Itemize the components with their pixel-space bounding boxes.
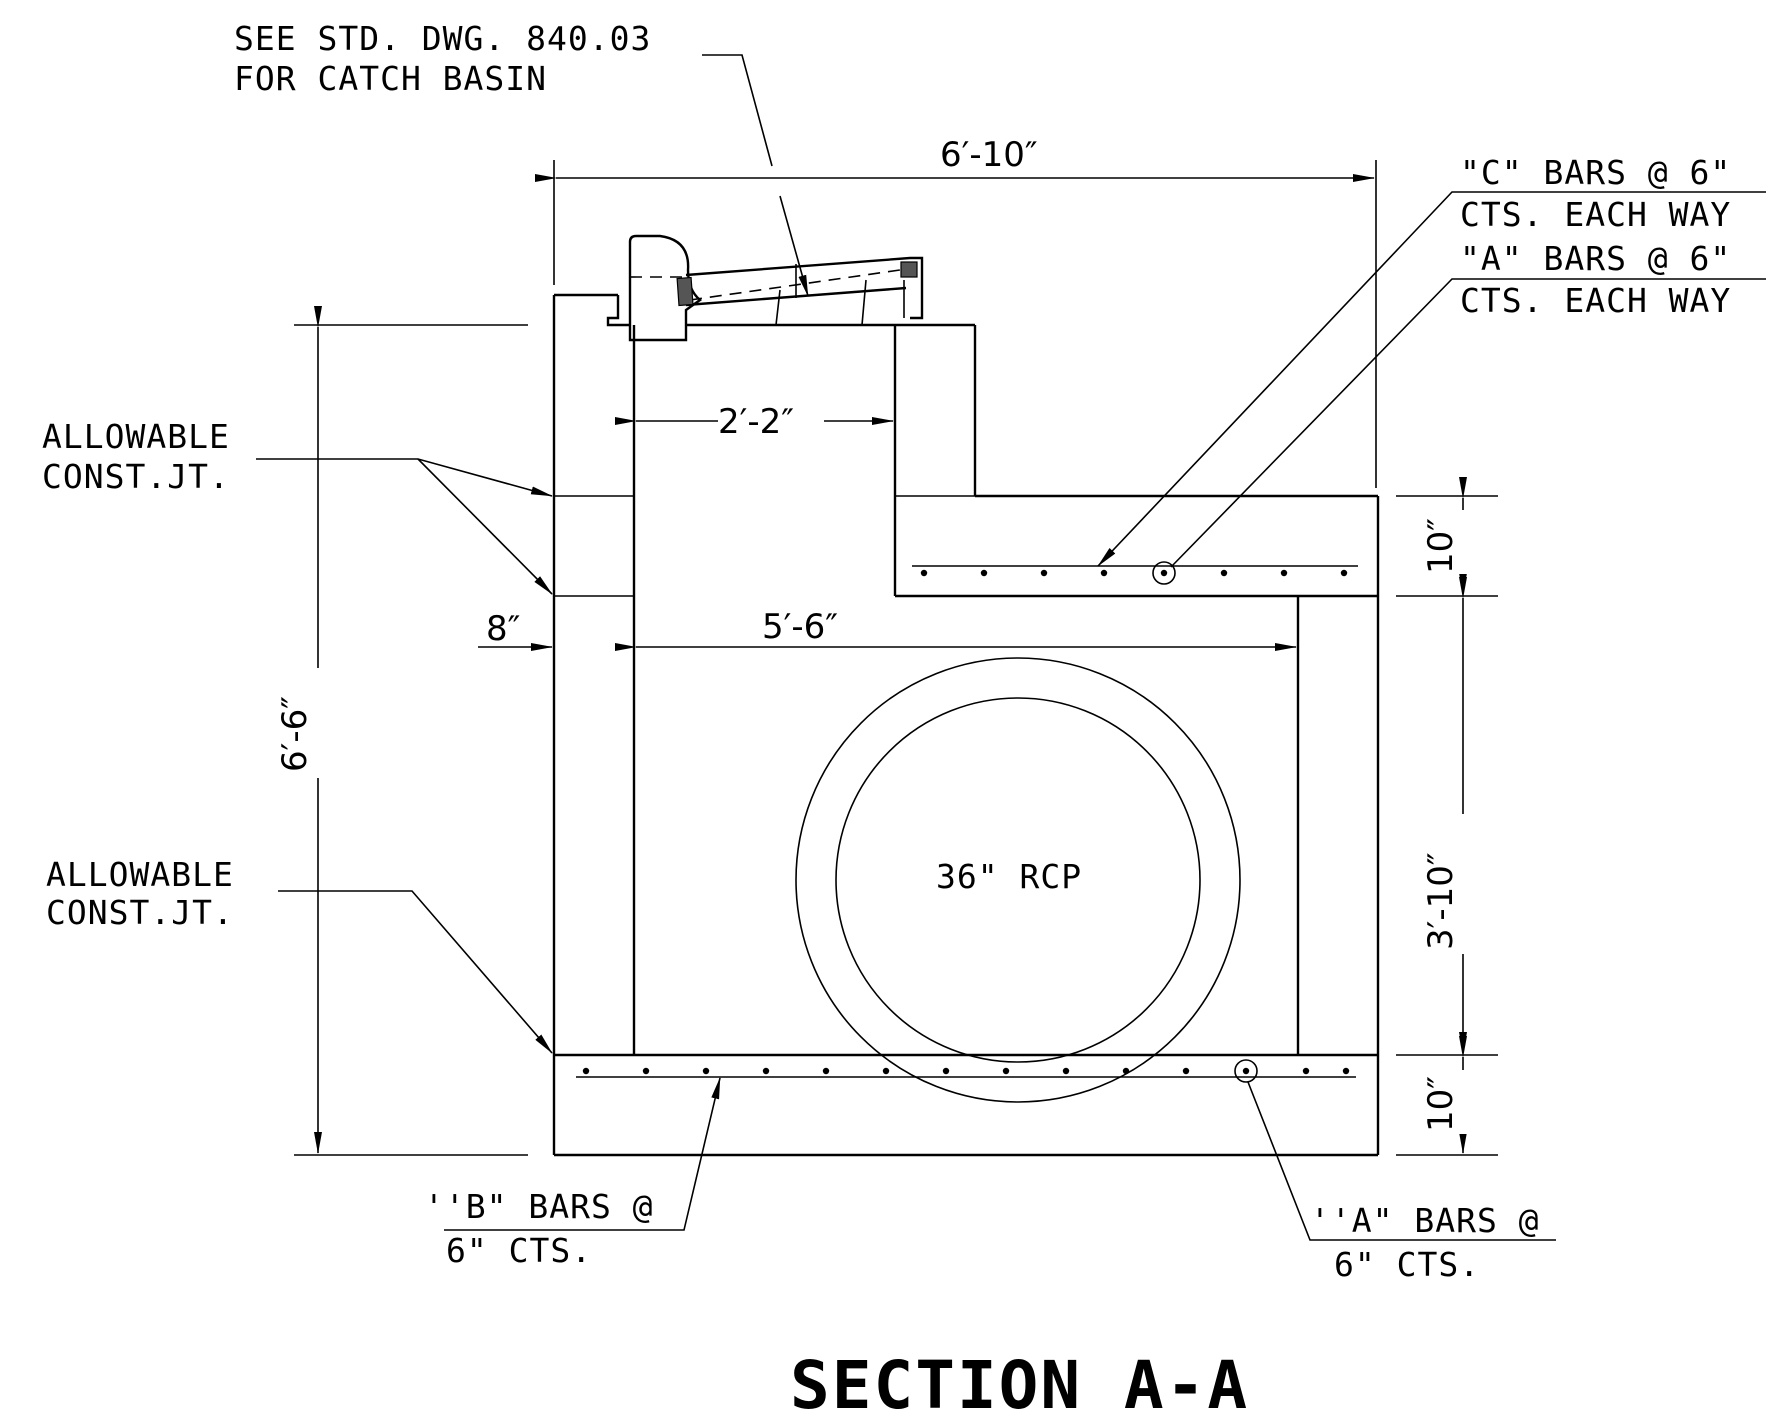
dim-interior-height-text: 3′-10″ (1421, 852, 1461, 950)
dim-top-slab-text: 10″ (1421, 518, 1461, 574)
top-slab-rebar (912, 561, 1358, 585)
note-const-jt-bottom-line1: ALLOWABLE (46, 855, 234, 894)
note-const-jt-top: ALLOWABLE CONST.JT. (42, 417, 553, 595)
note-b-bars-line1: ''B" BARS @ (424, 1187, 654, 1226)
note-catch-basin: SEE STD. DWG. 840.03 FOR CATCH BASIN (234, 19, 809, 297)
dim-interior-width: 5′-6″ (615, 607, 1297, 651)
pipe-label: 36" RCP (936, 857, 1082, 896)
dim-right-stack: 10″ 3′-10″ 10″ (1396, 477, 1498, 1156)
note-a-bars-top: "A" BARS @ 6" CTS. EACH WAY (1170, 239, 1766, 568)
dim-opening-width: 2′-2″ (615, 402, 894, 442)
dim-wall-text: 8″ (486, 609, 520, 649)
dim-overall-width: 6′-10″ (535, 135, 1377, 488)
note-b-bars: ''B" BARS @ 6" CTS. (424, 1077, 721, 1270)
dim-overall-height-text: 6′-6″ (275, 696, 315, 772)
dim-wall: 8″ (478, 609, 553, 651)
dim-overall-width-text: 6′-10″ (940, 135, 1038, 175)
note-a-bars-bottom: ''A" BARS @ 6" CTS. (1247, 1081, 1556, 1284)
note-a-bars-bottom-line2: 6" CTS. (1334, 1245, 1480, 1284)
section-title: SECTION A-A (790, 1347, 1249, 1415)
rcp-pipe: 36" RCP (795, 657, 1241, 1103)
catch-basin-frame (606, 234, 924, 342)
bottom-slab-rebar (576, 1059, 1356, 1083)
note-const-jt-bottom-line2: CONST.JT. (46, 893, 234, 932)
note-a-bars-top-line1: "A" BARS @ 6" (1460, 239, 1731, 278)
note-c-bars: "C" BARS @ 6" CTS. EACH WAY (1097, 153, 1766, 567)
dim-bottom-slab-text: 10″ (1421, 1076, 1461, 1132)
structure-outline (552, 293, 1380, 1157)
note-a-bars-top-line2: CTS. EACH WAY (1460, 281, 1731, 320)
note-b-bars-line2: 6" CTS. (446, 1231, 592, 1270)
note-catch-basin-line2: FOR CATCH BASIN (234, 59, 547, 98)
dim-overall-height: 6′-6″ (275, 306, 528, 1156)
note-const-jt-bottom: ALLOWABLE CONST.JT. (46, 855, 553, 1054)
note-a-bars-bottom-line1: ''A" BARS @ (1310, 1201, 1540, 1240)
note-catch-basin-line1: SEE STD. DWG. 840.03 (234, 19, 651, 58)
note-const-jt-top-line1: ALLOWABLE (42, 417, 230, 456)
note-c-bars-line1: "C" BARS @ 6" (1460, 153, 1731, 192)
note-const-jt-top-line2: CONST.JT. (42, 457, 230, 496)
dim-interior-width-text: 5′-6″ (762, 607, 838, 647)
dim-opening-width-text: 2′-2″ (718, 402, 794, 442)
note-c-bars-line2: CTS. EACH WAY (1460, 195, 1731, 234)
